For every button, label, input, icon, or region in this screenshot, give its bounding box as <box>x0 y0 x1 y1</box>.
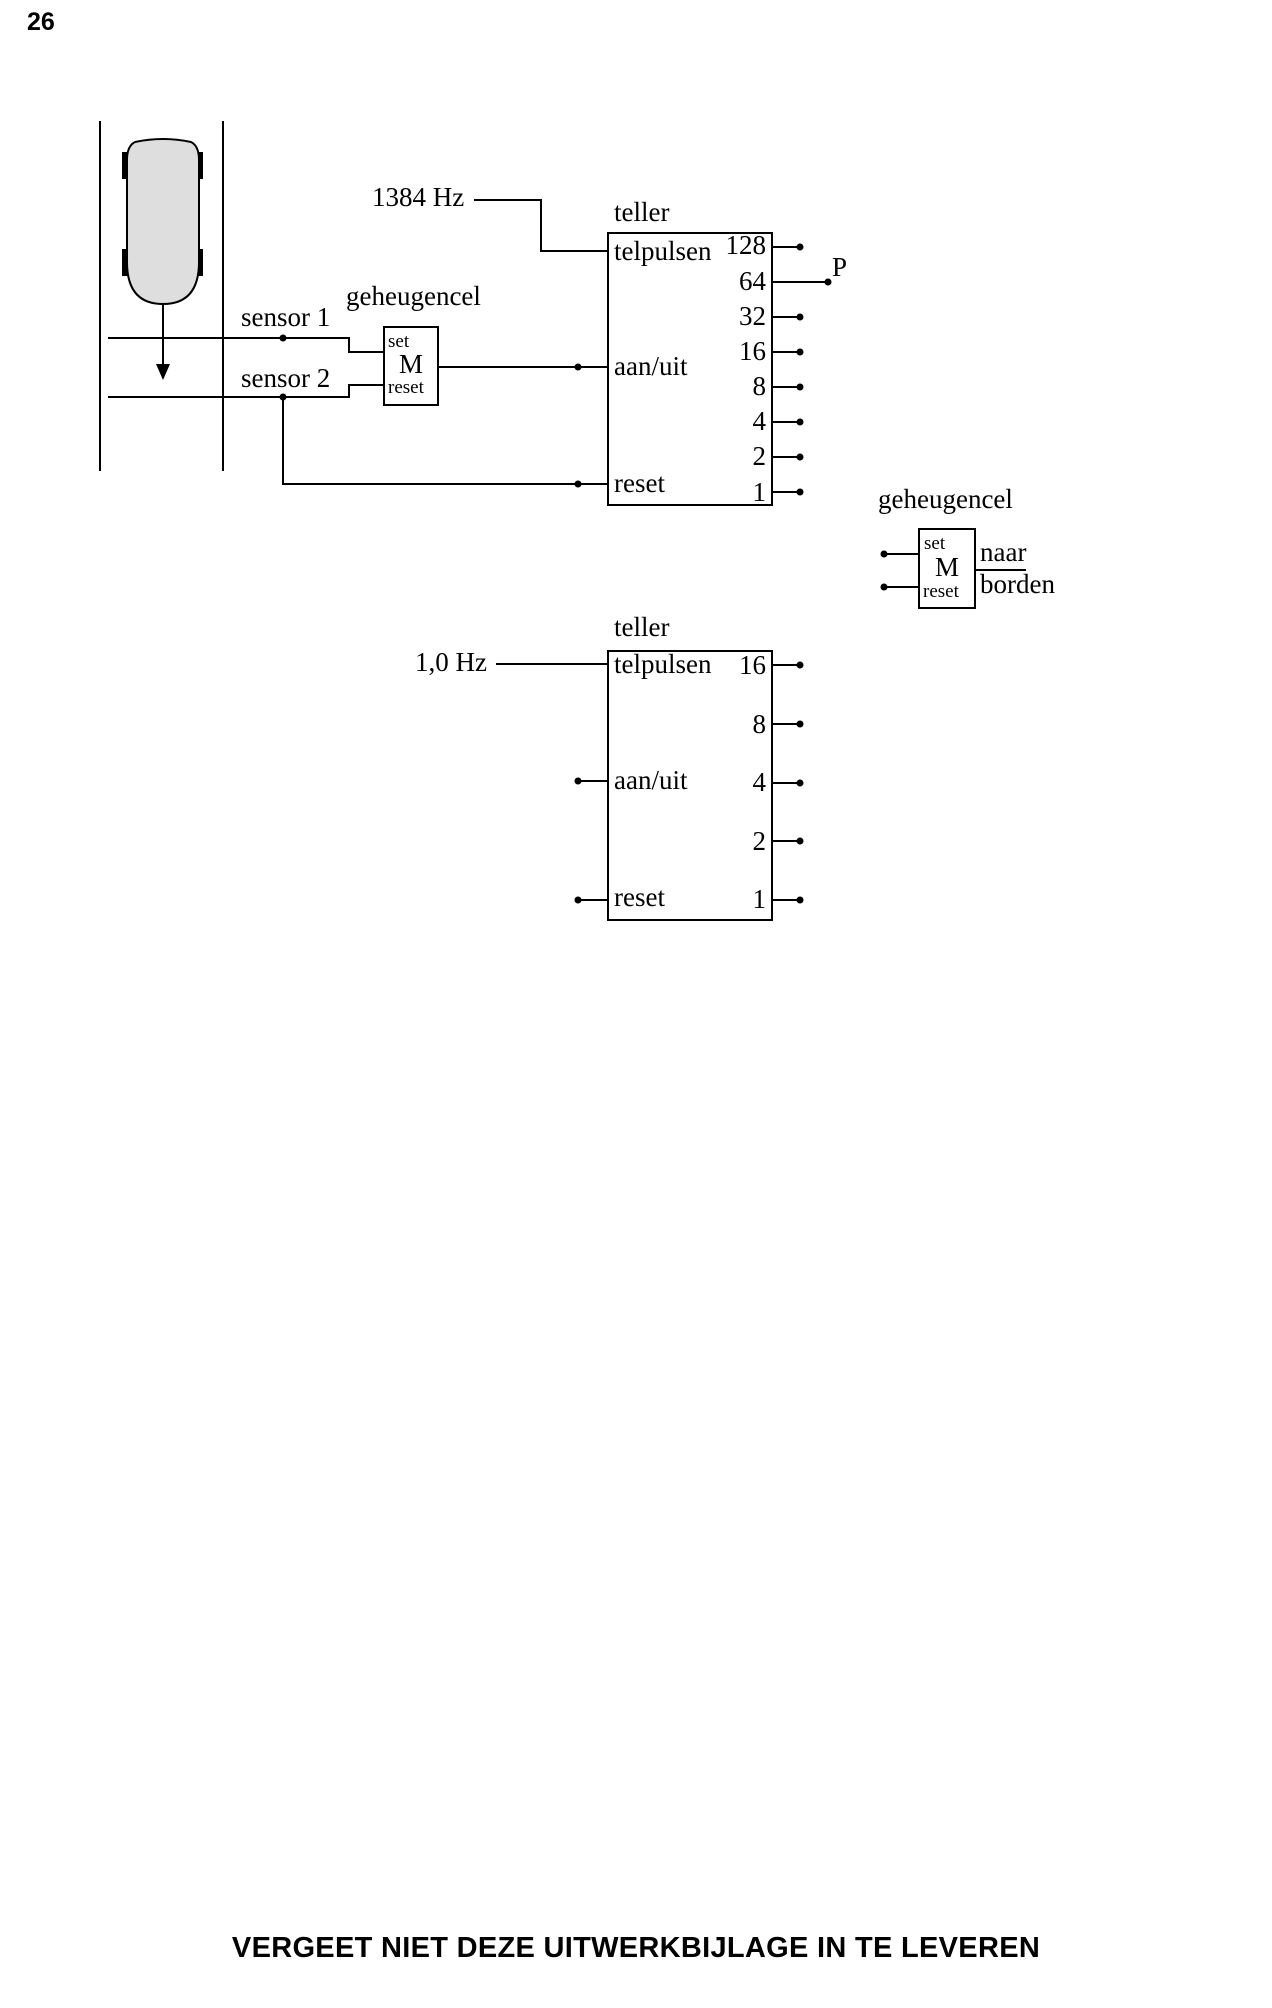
memory-cell-1 <box>383 326 439 406</box>
memory-cell-2-title: geheugencel <box>878 484 1013 514</box>
counter-2-title: teller <box>614 612 669 642</box>
counter-1-output-16: 16 <box>739 336 766 366</box>
counter-2-output-16: 16 <box>739 650 766 680</box>
counter-2-clock: 1,0 Hz <box>415 647 487 677</box>
counter-1-clock: 1384 Hz <box>372 182 464 212</box>
counter-1-output-2: 2 <box>753 441 767 471</box>
memory-cell-2-reset: reset <box>923 581 960 602</box>
page-number: 26 <box>27 8 55 36</box>
memory-cell-1-reset: reset <box>388 377 425 398</box>
sensor-2-label: sensor 2 <box>241 363 330 393</box>
direction-arrow-icon <box>156 304 170 380</box>
counter-2-aan-uit: aan/uit <box>614 765 688 795</box>
memory-cell-1-set: set <box>388 331 410 352</box>
counter-1-output-8: 8 <box>753 371 767 401</box>
counter-2-output-2: 2 <box>753 826 767 856</box>
memory-cell-2-output-naar: naar <box>980 537 1026 567</box>
counter-1-output-4: 4 <box>753 406 767 436</box>
counter-1-output-128: 128 <box>726 230 767 260</box>
counter-2-output-8: 8 <box>753 709 767 739</box>
car-icon <box>122 138 203 306</box>
counter-1 <box>607 232 773 506</box>
counter-1-title: teller <box>614 197 669 227</box>
sensor-2-reset-wire <box>282 397 578 485</box>
counter-1-output-64: 64 <box>739 266 767 296</box>
counter-1-reset: reset <box>614 468 665 498</box>
footer-notice: VERGEET NIET DEZE UITWERKBIJLAGE IN TE L… <box>231 1932 1041 1964</box>
counter-2-output-4: 4 <box>753 767 767 797</box>
counter-1-telpulsen: telpulsen <box>614 236 712 266</box>
counter-2-telpulsen: telpulsen <box>614 649 712 679</box>
counter-1-output-pins <box>772 243 832 496</box>
counter-1-aan-uit: aan/uit <box>614 351 688 381</box>
counter-1-clock-wire <box>474 199 608 252</box>
counter-1-output-label: P <box>832 252 847 282</box>
counter-2-reset: reset <box>614 882 665 912</box>
counter-2-output-pins <box>772 661 804 904</box>
memory-cell-1-title: geheugencel <box>346 281 481 311</box>
counter-1-output-32: 32 <box>739 301 766 331</box>
counter-2-output-1: 1 <box>753 884 767 914</box>
memory-cell-1-core: M <box>399 349 423 379</box>
memory-cell-2-core: M <box>935 552 959 582</box>
memory-cell-2-set: set <box>924 533 946 554</box>
sensor-1-label: sensor 1 <box>241 302 330 332</box>
counter-2 <box>607 650 773 921</box>
circuit-diagram: sensor 1 sensor 2 geheugencel set M rese… <box>99 121 1055 921</box>
memory-cell-2-output-borden: borden <box>980 569 1055 599</box>
counter-1-output-1: 1 <box>753 477 767 507</box>
memory-cell-2 <box>918 528 976 609</box>
